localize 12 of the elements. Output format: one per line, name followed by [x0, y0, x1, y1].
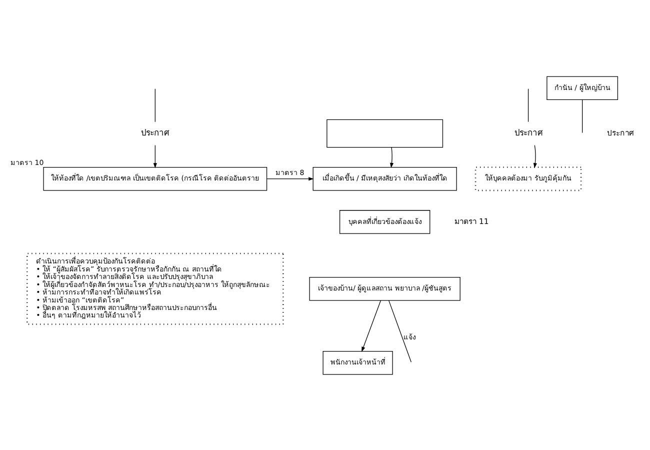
connector — [154, 88, 156, 122]
node-text: ประกาศ — [141, 127, 170, 138]
arrow — [390, 146, 394, 168]
arrow — [533, 144, 537, 168]
node-box — [326, 118, 444, 148]
node-text: ประกาศ — [514, 127, 542, 138]
connector — [528, 88, 529, 122]
arrow — [362, 300, 382, 352]
connector — [582, 99, 583, 133]
arrow — [153, 144, 157, 168]
connector — [388, 300, 412, 362]
arrow — [266, 176, 314, 180]
